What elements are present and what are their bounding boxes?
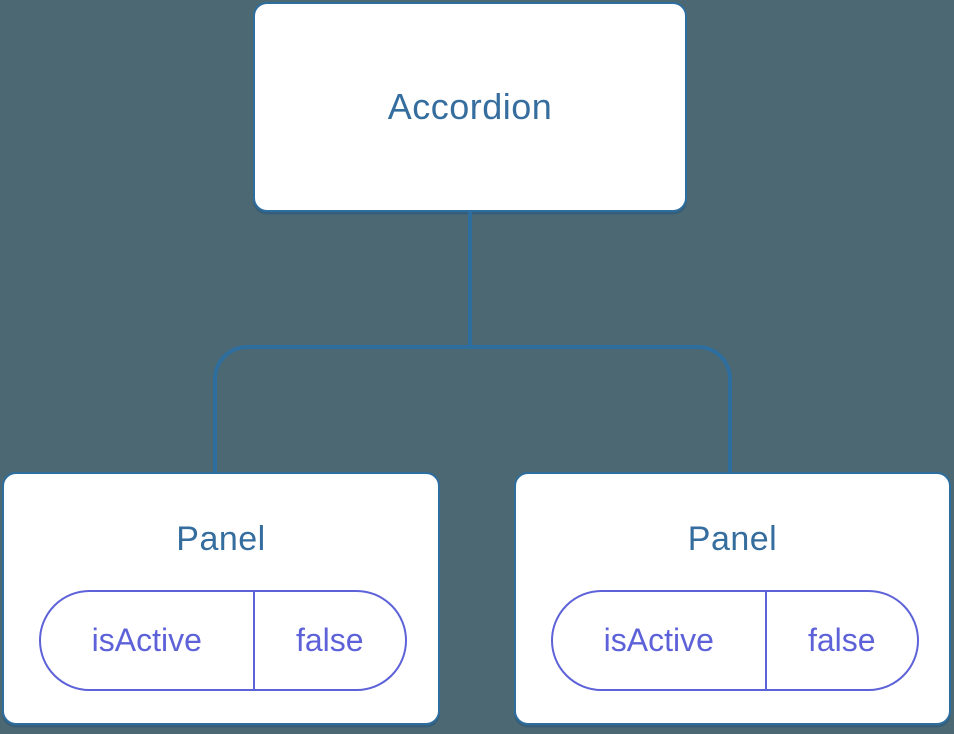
state-key: isActive [41,592,255,689]
panel-node-label: Panel [687,520,778,558]
state-pill: isActive false [39,590,407,691]
connector-branch [213,345,732,472]
state-value: false [807,622,876,658]
panel-node-left: Panel isActive false [2,472,440,725]
panel-node-label: Panel [176,520,266,558]
connector-stem [468,210,472,349]
state-value: false [295,622,364,658]
panel-node-right: Panel isActive false [514,472,951,725]
state-pill: isActive false [551,590,919,691]
accordion-node-label: Accordion [387,86,553,127]
state-key: isActive [553,592,767,689]
accordion-node: Accordion [253,2,687,212]
